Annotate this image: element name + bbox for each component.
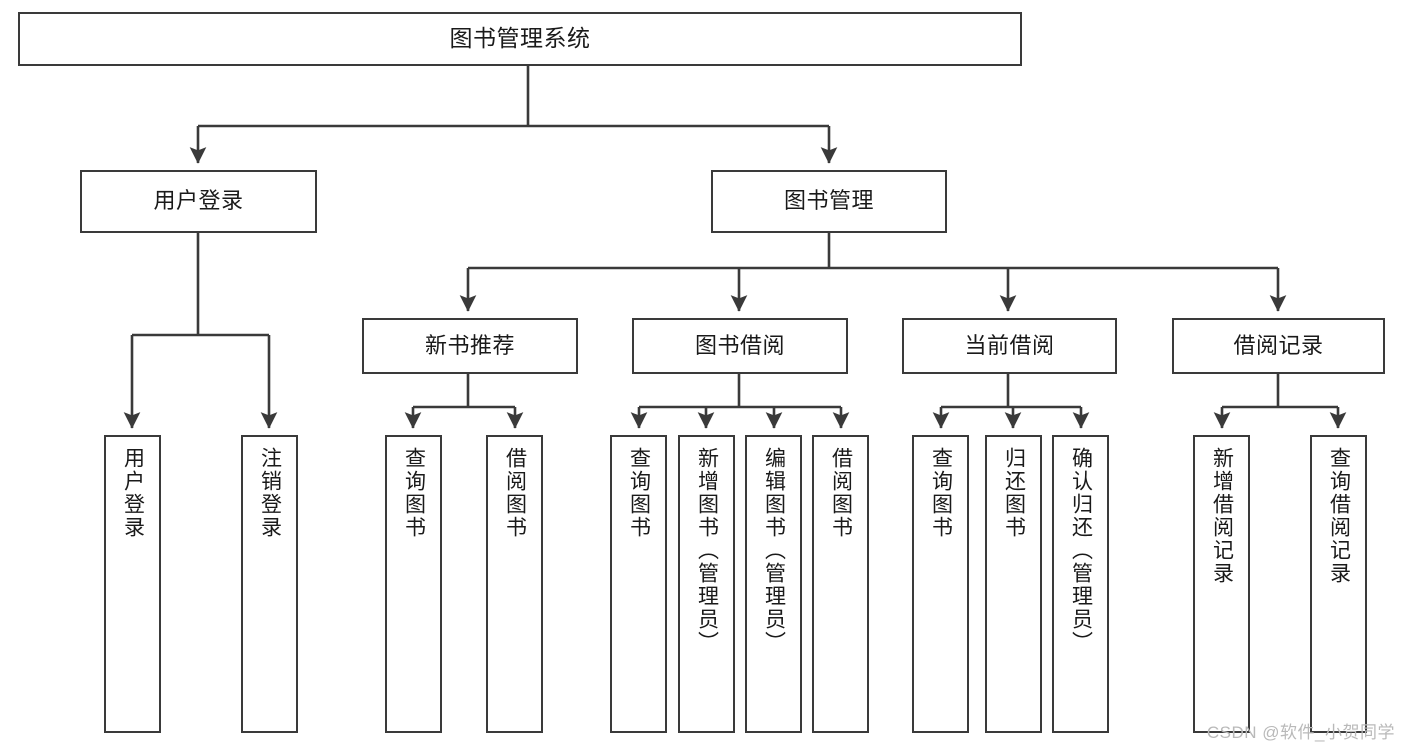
node-leaf-query-borrow-record[interactable]: 查询借阅记录: [1310, 435, 1367, 733]
node-leaf-add-book-admin-label: 新增图书（管理员）: [695, 447, 719, 654]
node-leaf-query-book-cur[interactable]: 查询图书: [912, 435, 969, 733]
node-current-borrow[interactable]: 当前借阅: [902, 318, 1117, 374]
node-leaf-confirm-return-admin[interactable]: 确认归还（管理员）: [1052, 435, 1109, 733]
node-leaf-add-borrow-record[interactable]: 新增借阅记录: [1193, 435, 1250, 733]
node-leaf-query-book-brw[interactable]: 查询图书: [610, 435, 667, 733]
csdn-watermark: CSDN @软件_小贺同学: [1206, 723, 1395, 742]
node-leaf-borrow-book-brw-label: 借阅图书: [829, 447, 853, 539]
node-new-book-recommend-label: 新书推荐: [424, 332, 515, 358]
node-leaf-user-login[interactable]: 用户登录: [104, 435, 161, 733]
node-leaf-logout[interactable]: 注销登录: [241, 435, 298, 733]
node-book-manage[interactable]: 图书管理: [711, 170, 947, 233]
node-leaf-user-login-label: 用户登录: [121, 447, 145, 539]
node-leaf-add-borrow-record-label: 新增借阅记录: [1210, 447, 1234, 585]
node-book-manage-label: 图书管理: [783, 188, 874, 214]
node-user-login[interactable]: 用户登录: [80, 170, 317, 233]
node-leaf-query-book-rec-label: 查询图书: [402, 447, 426, 539]
node-leaf-borrow-book-rec[interactable]: 借阅图书: [486, 435, 543, 733]
node-leaf-logout-label: 注销登录: [258, 447, 282, 539]
node-user-login-label: 用户登录: [153, 188, 244, 214]
node-borrow-record-label: 借阅记录: [1233, 332, 1324, 358]
node-leaf-return-book[interactable]: 归还图书: [985, 435, 1042, 733]
node-root-system[interactable]: 图书管理系统: [18, 12, 1022, 66]
node-leaf-query-book-cur-label: 查询图书: [929, 447, 953, 539]
node-root-system-label: 图书管理系统: [449, 25, 591, 52]
node-book-borrow[interactable]: 图书借阅: [632, 318, 848, 374]
node-leaf-borrow-book-brw[interactable]: 借阅图书: [812, 435, 869, 733]
node-borrow-record[interactable]: 借阅记录: [1172, 318, 1385, 374]
node-leaf-edit-book-admin-label: 编辑图书（管理员）: [762, 447, 786, 654]
node-leaf-borrow-book-rec-label: 借阅图书: [503, 447, 527, 539]
node-leaf-confirm-return-admin-label: 确认归还（管理员）: [1069, 447, 1093, 654]
node-new-book-recommend[interactable]: 新书推荐: [362, 318, 578, 374]
node-leaf-add-book-admin[interactable]: 新增图书（管理员）: [678, 435, 735, 733]
node-book-borrow-label: 图书借阅: [694, 332, 785, 358]
node-leaf-query-borrow-record-label: 查询借阅记录: [1327, 447, 1351, 585]
node-current-borrow-label: 当前借阅: [964, 332, 1055, 358]
node-leaf-return-book-label: 归还图书: [1002, 447, 1026, 539]
node-leaf-query-book-rec[interactable]: 查询图书: [385, 435, 442, 733]
node-leaf-edit-book-admin[interactable]: 编辑图书（管理员）: [745, 435, 802, 733]
node-leaf-query-book-brw-label: 查询图书: [627, 447, 651, 539]
